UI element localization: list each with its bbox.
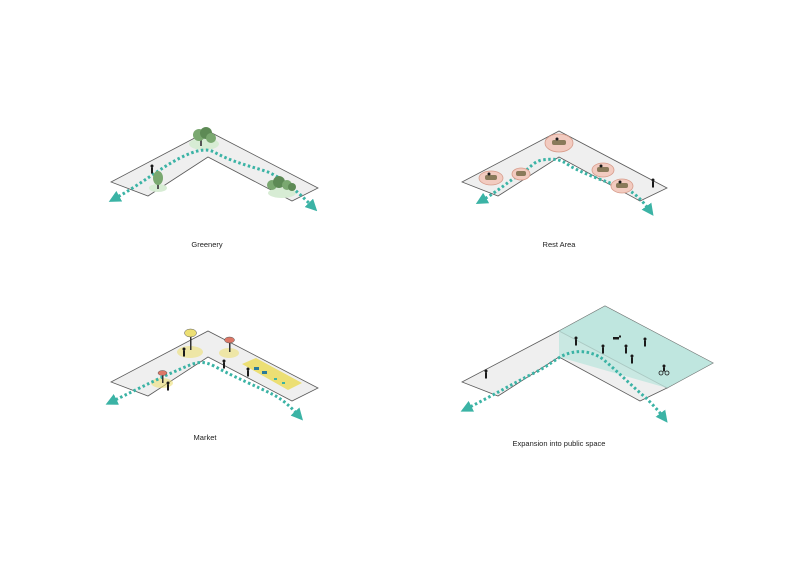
person-icon xyxy=(651,178,655,188)
dog-icon xyxy=(613,335,621,340)
public-space-overlap xyxy=(559,306,713,388)
person-icon xyxy=(222,359,226,369)
person-icon xyxy=(574,336,578,346)
panel-expansion: Expansion into public space xyxy=(460,305,714,448)
circulation-path xyxy=(105,361,304,421)
tree xyxy=(153,171,163,189)
umbrella-yellow xyxy=(184,328,197,350)
panel-greenery: Greenery xyxy=(108,127,319,249)
market-goods xyxy=(254,367,285,384)
person-icon xyxy=(484,369,488,379)
caption-expansion: Expansion into public space xyxy=(513,439,606,448)
rest-seat xyxy=(544,133,574,153)
person-icon xyxy=(601,344,605,354)
person-icon xyxy=(643,337,647,347)
panel-rest-area: Rest Area xyxy=(461,130,668,249)
umbrella-red xyxy=(224,336,235,352)
rest-seat xyxy=(478,170,504,186)
caption-greenery: Greenery xyxy=(191,240,223,249)
person-icon xyxy=(150,164,154,174)
person-icon xyxy=(246,367,250,377)
market-stall-zone xyxy=(242,358,302,390)
person-icon xyxy=(166,381,170,391)
rest-seat xyxy=(610,178,634,194)
caption-rest-area: Rest Area xyxy=(543,240,577,249)
person-icon xyxy=(182,347,186,357)
panel-market: Market xyxy=(105,328,319,442)
person-icon xyxy=(624,344,628,354)
cyclist-icon xyxy=(658,364,670,376)
rest-seat xyxy=(591,162,615,178)
market-floor-plate xyxy=(110,330,319,402)
caption-market: Market xyxy=(194,433,218,442)
rest-seat xyxy=(511,167,531,181)
umbrella-red xyxy=(157,370,168,383)
tree-cluster xyxy=(267,176,296,191)
person-icon xyxy=(630,354,634,364)
tree-cluster xyxy=(193,127,216,146)
market-stall-zone xyxy=(219,348,239,358)
circulation-path xyxy=(460,350,668,423)
